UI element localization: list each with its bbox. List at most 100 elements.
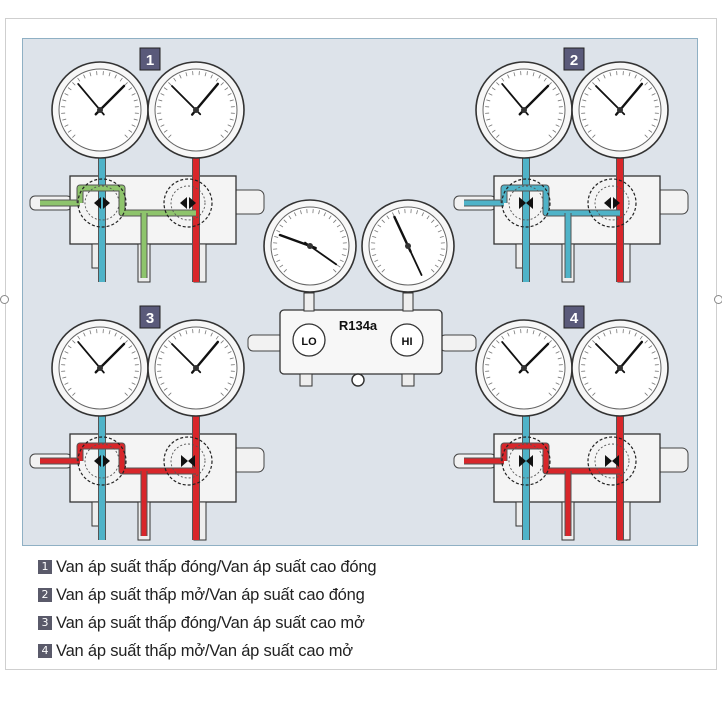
gauge-tick	[341, 236, 346, 238]
left-edge-handle	[0, 295, 9, 304]
valve-inner	[84, 185, 120, 221]
gauge-hub	[521, 107, 527, 113]
valve-arrow	[189, 197, 196, 209]
gauge-tick	[374, 230, 379, 233]
manifold-panel-4: 4	[453, 305, 689, 541]
gauge-tick	[220, 134, 224, 138]
gauge-hub	[521, 365, 527, 371]
valve-outline	[587, 436, 637, 486]
gauge-tick	[555, 93, 560, 96]
gauge-tick	[227, 351, 232, 354]
gauge-tick	[555, 351, 560, 354]
legend-text: Van áp suất thấp đóng/Van áp suất cao đó…	[56, 557, 377, 576]
gauge-tick	[168, 134, 172, 138]
gauge-tick	[333, 269, 337, 273]
gauge-tick	[513, 330, 516, 335]
gauge-tick	[587, 129, 592, 133]
gauge-tick	[491, 87, 496, 91]
gauge-tick	[496, 392, 500, 396]
lo-knob	[292, 323, 326, 357]
gauge-tick	[83, 332, 86, 337]
gauge-tick	[64, 93, 69, 96]
gauge-tick	[597, 77, 601, 82]
gauge-tick	[274, 254, 279, 256]
valve-arrow	[613, 197, 620, 209]
valve-inner	[594, 185, 630, 221]
gauge-tick	[283, 269, 287, 273]
legend: 1 Van áp suất thấp đóng/Van áp suất cao …	[38, 553, 638, 665]
valve-icon	[77, 178, 127, 228]
valve-icon	[501, 178, 551, 228]
gauge-tick	[204, 72, 207, 77]
gauge-tick	[431, 219, 435, 223]
gauge-tick	[644, 82, 648, 86]
gauge-tick	[67, 345, 72, 349]
gauge-tick	[160, 351, 165, 354]
gauge-tick	[488, 351, 493, 354]
gauge-tick	[133, 357, 138, 360]
gauge-tick	[227, 124, 232, 127]
pressure-gauge-icon	[361, 199, 455, 293]
gauge-tick	[496, 134, 500, 138]
gauge-tick	[179, 332, 182, 337]
gauge-tick	[651, 124, 656, 127]
gauge-tick	[648, 345, 653, 349]
gauge-tick	[119, 335, 123, 340]
pressure-gauge-icon	[571, 61, 669, 159]
gauge-tick	[124, 134, 128, 138]
gauge-tick	[431, 269, 435, 273]
valve-arrow	[519, 197, 526, 209]
gauge-tick	[229, 376, 234, 379]
gauge-hub	[617, 365, 623, 371]
gauge-tick	[185, 330, 188, 335]
gauge-tick	[584, 124, 589, 127]
gauge-tick	[128, 345, 133, 349]
gauge-tick	[160, 382, 165, 385]
gauge-tick	[434, 224, 439, 228]
gauge-tick	[158, 99, 163, 102]
valve-icon	[587, 178, 637, 228]
gauge-tick	[644, 134, 648, 138]
gauge-tick	[72, 82, 76, 86]
gauge-tick	[651, 351, 656, 354]
gauge-tick	[592, 392, 596, 396]
gauge-hub	[193, 365, 199, 371]
gauge-hub	[193, 107, 199, 113]
gauge-tick	[108, 330, 111, 335]
gauge-tick	[552, 345, 557, 349]
gauge-tick	[160, 124, 165, 127]
gauge-tick	[538, 332, 541, 337]
pressure-gauge-icon	[571, 319, 669, 417]
gauge-tick	[158, 118, 163, 121]
gauge-tick	[651, 382, 656, 385]
gauge-tick	[416, 210, 418, 215]
gauge-hub	[405, 243, 411, 249]
valve-outline	[501, 178, 551, 228]
service-port	[299, 373, 313, 387]
gauge-tick	[279, 224, 284, 228]
legend-badge: 4	[38, 644, 52, 658]
gauge-tick	[158, 357, 163, 360]
valve-inner	[84, 443, 120, 479]
gauge-tick	[158, 376, 163, 379]
gauge-tick	[486, 376, 491, 379]
gauge-tick	[168, 82, 172, 86]
gauge-tick	[215, 335, 219, 340]
panel-badge	[139, 47, 161, 71]
gauge-tick	[229, 357, 234, 360]
gauge-tick	[592, 82, 596, 86]
gauge-tick	[224, 387, 229, 391]
gauge-tick	[538, 74, 541, 79]
gauge-tick	[64, 382, 69, 385]
gauge-tick	[648, 129, 653, 133]
legend-badge: 3	[38, 616, 52, 630]
gauge-tick	[210, 74, 213, 79]
gauge-tick	[548, 340, 552, 344]
gauge-tick	[62, 99, 67, 102]
gauge-tick	[386, 215, 390, 220]
gauge-tick	[288, 215, 292, 220]
gauge-tick	[64, 351, 69, 354]
gauge-tick	[491, 345, 496, 349]
